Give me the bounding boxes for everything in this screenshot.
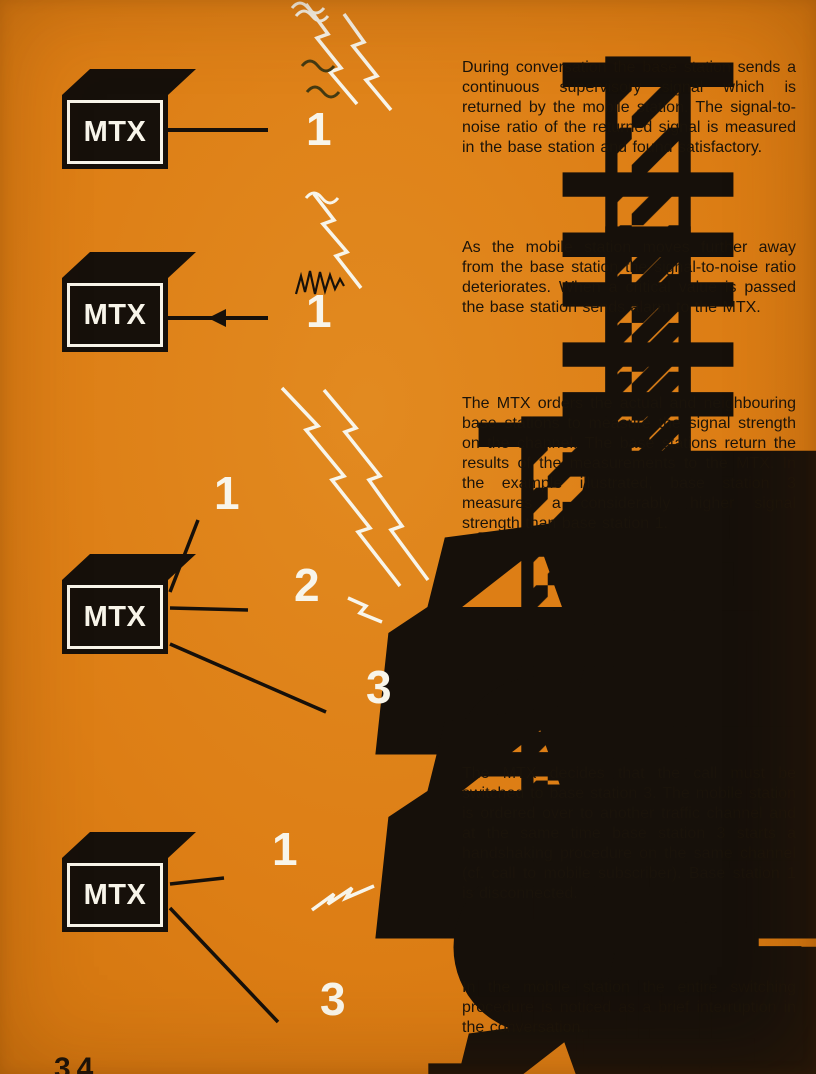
station-label: 3: [320, 973, 346, 1025]
mtx-box: MTX: [62, 832, 196, 932]
mtx-box-front: MTX: [62, 858, 168, 932]
closing-caption: In the mobile station the entire switchi…: [462, 979, 796, 1036]
mtx-box: MTX: [62, 554, 196, 654]
noise-trace-icon: [294, 270, 345, 295]
radio-wave-icon: [304, 191, 340, 205]
station-label: 1: [306, 103, 332, 155]
station-label: 2: [294, 559, 320, 611]
panel-2-caption: As the mobile station moves further away…: [462, 239, 796, 316]
radio-wave-icon: [300, 59, 336, 73]
mtx-link-line: [169, 876, 225, 886]
radio-wave-icon: [305, 85, 341, 99]
panel-4-caption: The MTX decides that the call must be sw…: [462, 765, 796, 902]
signal-bolt-icon: [347, 596, 383, 624]
panel-1-art: [168, 1, 816, 1074]
radio-wave-icon: [294, 9, 330, 23]
station-label: 1: [306, 285, 332, 337]
mtx-box-front: MTX: [62, 95, 168, 169]
mtx-label: MTX: [83, 878, 147, 911]
mtx-label: MTX: [83, 298, 147, 331]
mtx-box-front: MTX: [62, 278, 168, 352]
panel-3-caption: The MTX orders the actual and neighbouri…: [462, 395, 796, 532]
panel-3-art: [168, 386, 816, 1074]
signal-bolt-icon: [342, 12, 393, 112]
direction-arrow-icon: [208, 309, 226, 327]
panel-4-art: [168, 782, 816, 1074]
signal-bolt-icon: [322, 388, 430, 582]
signal-bolt-icon: [304, 2, 359, 106]
station-label: 1: [272, 823, 298, 875]
panel-2-art: [168, 191, 816, 1074]
mtx-label: MTX: [83, 115, 147, 148]
signal-bolt-icon: [310, 884, 375, 912]
mtx-box-top: [62, 252, 196, 278]
station-label: 3: [366, 661, 392, 713]
mtx-box: MTX: [62, 252, 196, 352]
mtx-box-top: [62, 69, 196, 95]
mtx-link-line: [168, 906, 280, 1024]
mtx-box-top: [62, 554, 196, 580]
station-label: 1: [214, 467, 240, 519]
signal-bolt-icon: [312, 192, 363, 290]
panel-1-caption: During conversation the base station sen…: [462, 59, 796, 156]
mtx-link-line: [169, 642, 327, 714]
mtx-box-top: [62, 832, 196, 858]
mtx-box-front: MTX: [62, 580, 168, 654]
mtx-label: MTX: [83, 600, 147, 633]
page-number: 34: [54, 1052, 100, 1074]
mtx-box: MTX: [62, 69, 196, 169]
signal-bolt-icon: [280, 386, 402, 588]
mtx-link-line: [169, 606, 249, 612]
